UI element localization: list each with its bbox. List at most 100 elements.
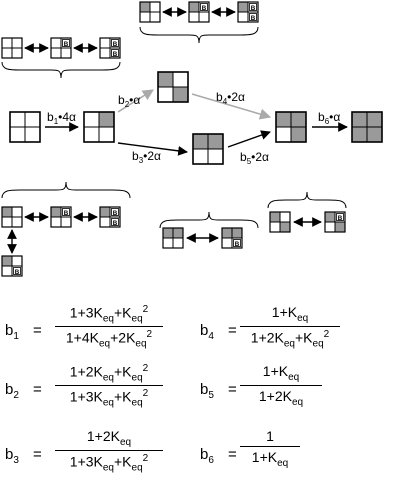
state-grid-filled-cell bbox=[2, 256, 12, 266]
reaction-arrow bbox=[117, 142, 188, 156]
equals-sign: = bbox=[33, 322, 42, 339]
state-grid-top-filled-filled-cell bbox=[193, 134, 208, 149]
fraction-bar bbox=[55, 449, 163, 451]
state-grid-filled-cell bbox=[100, 207, 110, 217]
state-grid-filled-cell bbox=[51, 207, 61, 217]
state-grid-filled-cell bbox=[325, 212, 335, 222]
fraction: 1+2Keq 1+3Keq+Keq2 bbox=[55, 428, 163, 473]
state-grid-filled-cell bbox=[173, 228, 183, 238]
state-grid-full-filled-cell bbox=[352, 112, 367, 127]
equation-lhs: b3 bbox=[5, 446, 19, 466]
equals-sign: = bbox=[228, 381, 237, 398]
state-grid-three-filled-filled-cell bbox=[291, 112, 306, 127]
site-label: B bbox=[64, 41, 69, 48]
state-grid-bound-cell bbox=[233, 239, 241, 247]
site-label: B bbox=[113, 41, 118, 48]
denominator: 1+2Keq bbox=[258, 387, 304, 408]
equation-lhs: b5 bbox=[200, 381, 214, 401]
numerator: 1 bbox=[266, 428, 274, 444]
equals-sign: = bbox=[228, 322, 237, 339]
rate-label-5: b5•2α bbox=[240, 150, 269, 166]
fraction: 1+3Keq+Keq2 1+4Keq+2Keq2 bbox=[55, 304, 163, 350]
equation-lhs: b4 bbox=[200, 322, 214, 342]
state-grid-filled-cell bbox=[280, 222, 290, 232]
fraction-bar bbox=[55, 385, 163, 387]
state-grid-bound-cell bbox=[249, 13, 257, 21]
fraction: 1+2Keq+Keq2 1+3Keq+Keq2 bbox=[55, 363, 163, 409]
state-grid-filled-cell bbox=[270, 212, 280, 222]
rate-label-6: b6•α bbox=[318, 110, 340, 126]
state-grid-filled-cell bbox=[163, 228, 173, 238]
site-label: B bbox=[251, 5, 256, 12]
state-grid-filled-cell bbox=[189, 2, 199, 12]
site-label: B bbox=[113, 210, 118, 217]
numerator: 1+2Keq+Keq2 bbox=[69, 363, 149, 384]
state-grid-filled-cell bbox=[140, 2, 150, 12]
curly-brace bbox=[267, 191, 347, 209]
curly-brace bbox=[159, 211, 259, 229]
state-grid-one-filled-filled-cell bbox=[99, 112, 114, 127]
numerator: 1+3Keq+Keq2 bbox=[69, 304, 149, 325]
fraction-bar bbox=[55, 326, 163, 328]
numerator: 1+Keq bbox=[271, 304, 309, 324]
state-grid-filled-cell bbox=[222, 228, 232, 238]
state-grid-filled-cell bbox=[335, 222, 345, 232]
site-label: B bbox=[113, 220, 118, 227]
state-grid-full-filled-cell bbox=[367, 112, 382, 127]
state-grid-bound-cell bbox=[111, 39, 119, 47]
site-label: B bbox=[251, 15, 256, 22]
state-grid-top-filled-filled-cell bbox=[208, 134, 223, 149]
equation-lhs: b1 bbox=[5, 322, 19, 342]
site-label: B bbox=[235, 241, 240, 248]
state-grid-filled-cell bbox=[2, 207, 12, 217]
fraction: 1+Keq 1+2Keq+Keq2 bbox=[240, 304, 340, 349]
curly-brace bbox=[139, 26, 259, 44]
denominator: 1+3Keq+Keq2 bbox=[69, 452, 149, 474]
rate-label-4: b4•2α bbox=[216, 90, 245, 106]
denominator: 1+4Keq+2Keq2 bbox=[65, 329, 153, 350]
state-grid-three-filled-filled-cell bbox=[291, 127, 306, 142]
equals-sign: = bbox=[33, 446, 42, 463]
equals-sign: = bbox=[33, 381, 42, 398]
fraction: 1+Keq 1+2Keq bbox=[240, 363, 322, 408]
state-grid-bound-cell bbox=[13, 267, 21, 275]
state-grid-bound-cell bbox=[111, 208, 119, 216]
curly-brace bbox=[1, 181, 131, 199]
fraction-bar bbox=[240, 384, 322, 386]
state-grid-bound-cell bbox=[111, 49, 119, 57]
state-grid-filled-cell bbox=[238, 2, 248, 12]
denominator: 1+Keq bbox=[251, 449, 289, 469]
equation-lhs: b6 bbox=[200, 446, 214, 466]
denominator: 1+3Keq+Keq2 bbox=[69, 388, 149, 409]
fraction-bar bbox=[240, 446, 300, 447]
equation-lhs: b2 bbox=[5, 381, 19, 401]
site-label: B bbox=[64, 210, 69, 217]
state-grid-bound-cell bbox=[62, 39, 70, 47]
site-label: B bbox=[15, 269, 20, 276]
state-grid-filled-cell bbox=[232, 228, 242, 238]
fraction-bar bbox=[240, 325, 340, 327]
state-grid-bound-cell bbox=[249, 3, 257, 11]
rate-label-2: b2•α bbox=[118, 93, 140, 109]
state-grid-three-filled-filled-cell bbox=[276, 112, 291, 127]
state-grid-bound-cell bbox=[200, 3, 208, 11]
denominator: 1+2Keq+Keq2 bbox=[250, 328, 330, 350]
reaction-arrow-gray bbox=[117, 89, 154, 113]
equals-sign: = bbox=[228, 446, 237, 463]
numerator: 1+2Keq bbox=[86, 428, 132, 448]
rate-label-3: b3•2α bbox=[132, 149, 161, 165]
state-grid-bound-cell bbox=[336, 213, 344, 221]
fraction: 1 1+Keq bbox=[240, 428, 300, 469]
state-grid-diagonal-filled-cell bbox=[158, 72, 173, 87]
curly-brace bbox=[1, 61, 121, 79]
reaction-arrow-gray bbox=[191, 93, 272, 120]
site-label: B bbox=[202, 5, 207, 12]
numerator: 1+Keq bbox=[262, 363, 300, 383]
site-label: B bbox=[338, 215, 343, 222]
reaction-arrow bbox=[227, 130, 271, 148]
state-grid-bound-cell bbox=[111, 218, 119, 226]
state-grid-full-filled-cell bbox=[352, 127, 367, 142]
state-grid-diagonal-filled-cell bbox=[173, 87, 188, 102]
